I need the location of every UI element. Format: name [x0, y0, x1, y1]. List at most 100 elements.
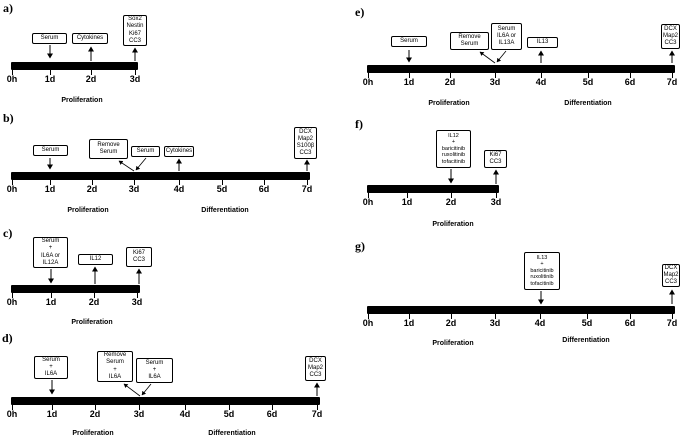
panel-e-tick-label-4d: 4d	[535, 77, 547, 87]
arrow-e-serum-il-diagonal-icon	[496, 50, 507, 63]
panel-b-tick-6d	[264, 180, 265, 185]
panel-d-tick-4d	[185, 405, 186, 410]
panel-f-tick-label-3d: 3d	[490, 197, 502, 207]
panel-d-tick-label-6d: 6d	[266, 409, 278, 419]
panel-c-tick-label-3d: 3d	[131, 297, 143, 307]
panel-d-letter: d)	[2, 331, 13, 345]
panel-b-box-serum-2: Serum	[131, 146, 160, 157]
panel-b-tick-3d	[134, 180, 135, 185]
arrow-e-remove-serum-diagonal-icon	[479, 51, 496, 64]
panel-f-box-readout: Ki67 CC3	[484, 150, 507, 168]
panel-g-tick-6d	[630, 314, 631, 319]
panel-d-box-readout: DCX Map2 CC3	[305, 356, 326, 381]
panel-g-box-readout: DCX Map2 CC3	[662, 264, 680, 287]
panel-e-box-serum: Serum	[391, 36, 427, 47]
panel-e-box-remove-serum: Remove Serum	[450, 32, 489, 50]
panel-a-tick-1d	[50, 70, 51, 75]
panel-f-timeline-bar	[367, 185, 499, 193]
panel-f-tick-0h	[368, 193, 369, 198]
panel-g-phase-differentiation: Differentiation	[562, 337, 610, 344]
panel-c-tick-0h	[12, 293, 13, 298]
panel-e-tick-7d	[672, 73, 673, 78]
panel-d-tick-label-3d: 3d	[133, 409, 145, 419]
panel-d-tick-label-7d: 7d	[311, 409, 323, 419]
panel-d-box-remove-serum: Remove Serum + IL6A	[97, 351, 133, 382]
panel-a-tick-0h	[12, 70, 13, 75]
panel-a-box-cytokines: Cytokines	[72, 33, 108, 44]
arrow-b-remove-serum-diagonal-icon	[118, 160, 135, 172]
panel-e-phase-differentiation: Differentiation	[564, 100, 612, 107]
panel-f-tick-2d	[451, 193, 452, 198]
panel-g-tick-3d	[495, 314, 496, 319]
panel-c-box-il12: IL12	[78, 254, 113, 265]
panel-g-tick-1d	[409, 314, 410, 319]
panel-b-tick-label-2d: 2d	[86, 184, 98, 194]
panel-b-tick-1d	[50, 180, 51, 185]
panel-d-timeline-bar	[11, 397, 320, 405]
panel-d-tick-3d	[139, 405, 140, 410]
panel-d-box-serum-il6a-2: Serum + IL6A	[136, 358, 173, 383]
panel-e-tick-5d	[588, 73, 589, 78]
panel-d-tick-label-5d: 5d	[223, 409, 235, 419]
panel-d-tick-label-1d: 1d	[46, 409, 58, 419]
panel-a-box-serum: Serum	[32, 33, 67, 44]
panel-d-tick-1d	[52, 405, 53, 410]
panel-d-tick-label-0h: 0h	[6, 409, 18, 419]
panel-e-tick-label-2d: 2d	[444, 77, 456, 87]
arrow-d-remove-serum-diagonal-icon	[123, 383, 141, 397]
panel-g-tick-label-1d: 1d	[403, 318, 415, 328]
panel-g-tick-7d	[672, 314, 673, 319]
panel-f-box-treatment: IL12 + baricitinib ruxolitinib tofacitin…	[436, 130, 471, 168]
panel-e-tick-label-0h: 0h	[362, 77, 374, 87]
panel-g-tick-0h	[368, 314, 369, 319]
panel-e-box-readout: DCX Map2 CC3	[661, 24, 680, 49]
panel-g-tick-label-4d: 4d	[534, 318, 546, 328]
panel-g-box-treatment: IL13 + baricitinib ruxolitinib tofacitin…	[524, 252, 560, 290]
panel-g-tick-5d	[587, 314, 588, 319]
panel-a-box-readout: Sox2 Nestin Ki67 CC3	[123, 15, 147, 46]
panel-f-tick-label-2d: 2d	[445, 197, 457, 207]
panel-e-tick-label-1d: 1d	[403, 77, 415, 87]
panel-b-tick-label-6d: 6d	[258, 184, 270, 194]
panel-a-timeline-bar	[11, 62, 138, 70]
panel-e-tick-label-5d: 5d	[582, 77, 594, 87]
panel-f-letter: f)	[355, 117, 363, 131]
panel-b-phase-differentiation: Differentiation	[201, 207, 249, 214]
panel-b-tick-label-0h: 0h	[6, 184, 18, 194]
panel-b-timeline-bar	[11, 172, 310, 180]
panel-d-tick-label-2d: 2d	[89, 409, 101, 419]
panel-a-letter: a)	[3, 1, 13, 15]
panel-b-tick-label-4d: 4d	[173, 184, 185, 194]
panel-f-phase-proliferation: Proliferation	[432, 221, 474, 228]
panel-f-tick-label-0h: 0h	[362, 197, 374, 207]
panel-b-box-cytokines: Cytokines	[164, 146, 194, 157]
panel-b-tick-7d	[307, 180, 308, 185]
panel-c-tick-label-2d: 2d	[88, 297, 100, 307]
panel-g-letter: g)	[355, 239, 365, 253]
panel-e-tick-label-7d: 7d	[666, 77, 678, 87]
panel-e-timeline-bar	[367, 65, 675, 73]
panel-b-tick-label-7d: 7d	[301, 184, 313, 194]
panel-d-box-serum-il6a: Serum + IL6A	[34, 356, 68, 379]
panel-g-tick-2d	[451, 314, 452, 319]
panel-a-tick-label-0h: 0h	[6, 74, 18, 84]
panel-b-box-serum: Serum	[33, 145, 68, 156]
panel-c-tick-label-1d: 1d	[45, 297, 57, 307]
panel-e-tick-0h	[368, 73, 369, 78]
panel-b-box-remove-serum: Remove Serum	[89, 139, 128, 159]
panel-b-tick-5d	[222, 180, 223, 185]
panel-g-tick-4d	[540, 314, 541, 319]
panel-b-letter: b)	[3, 111, 14, 125]
panel-c-letter: c)	[3, 226, 13, 240]
panel-b-box-readout: DCX Map2 S100β CC3	[294, 127, 317, 159]
panel-b-tick-label-5d: 5d	[216, 184, 228, 194]
panel-e-tick-label-3d: 3d	[489, 77, 501, 87]
panel-e-tick-2d	[450, 73, 451, 78]
panel-d-tick-7d	[317, 405, 318, 410]
panel-b-tick-4d	[179, 180, 180, 185]
panel-a-tick-label-2d: 2d	[85, 74, 97, 84]
panel-a-tick-3d	[135, 70, 136, 75]
panel-e-tick-3d	[495, 73, 496, 78]
panel-d-tick-5d	[229, 405, 230, 410]
panel-f-tick-label-1d: 1d	[401, 197, 413, 207]
